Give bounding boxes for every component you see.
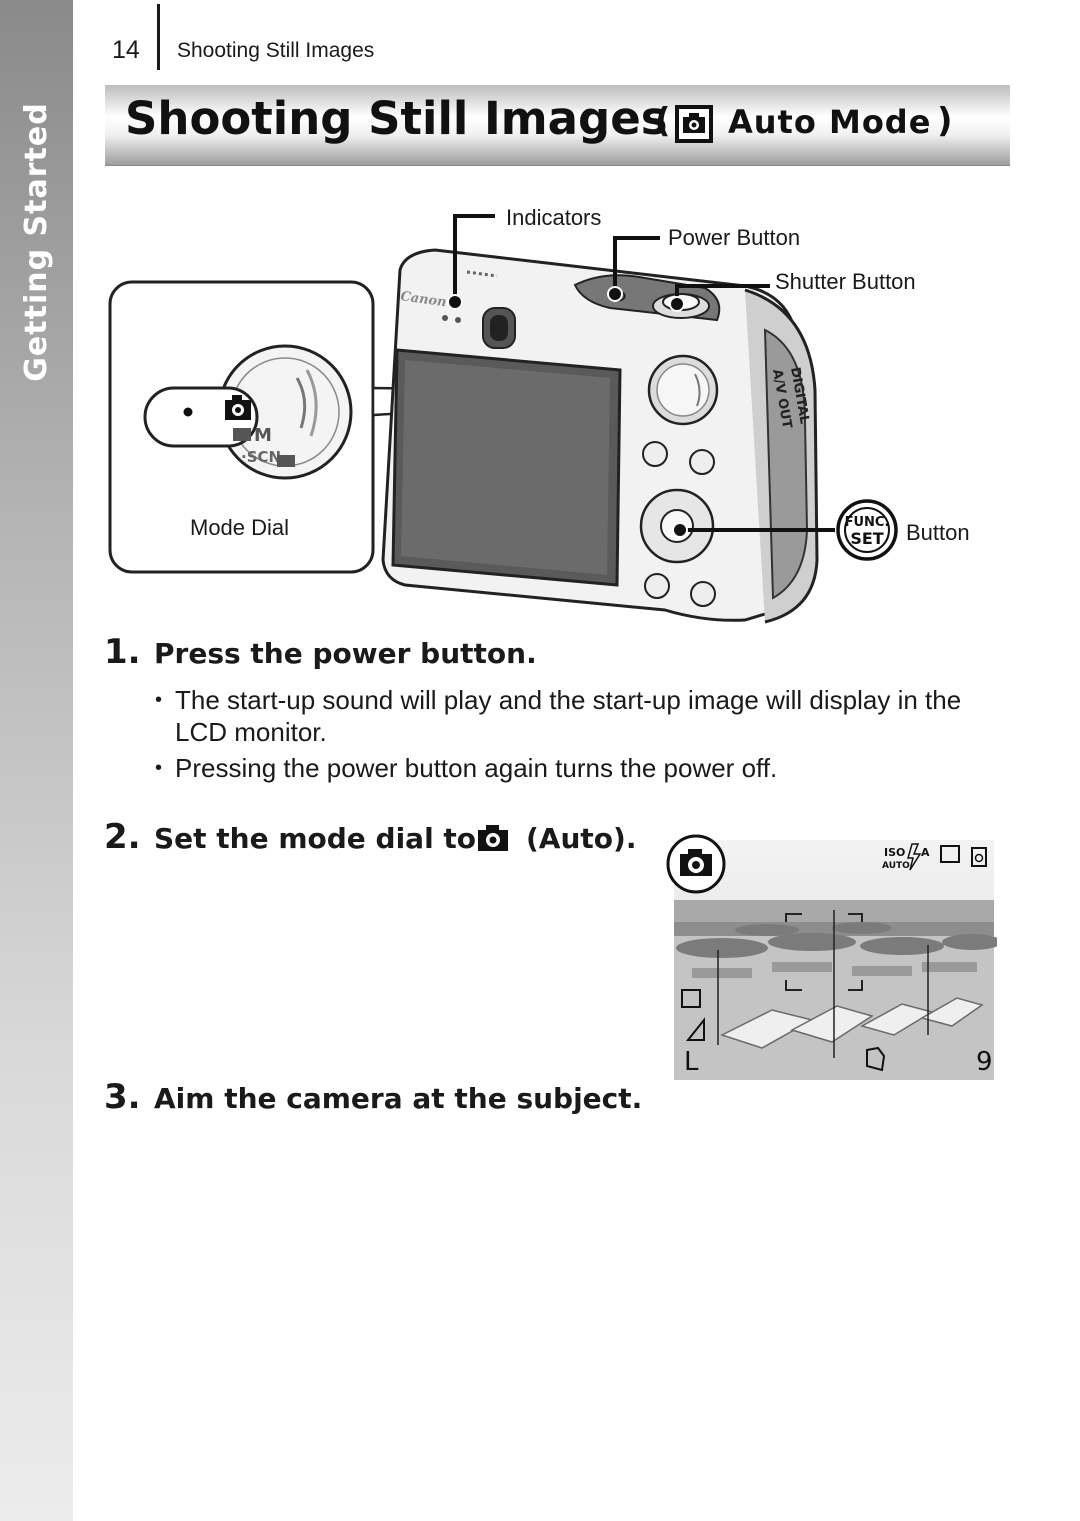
step-2-number: 2. (104, 817, 141, 857)
lcd-preview-image: ISO AUTO A L 9 (666, 834, 997, 1080)
bullet-dot: • (155, 689, 163, 711)
side-tab: Getting Started (0, 0, 73, 1521)
step-1-heading: Press the power button. (154, 637, 537, 670)
svg-text:AUTO: AUTO (882, 861, 910, 871)
title-bar (105, 85, 1010, 166)
title-close-paren: ) (937, 101, 953, 141)
running-head: Shooting Still Images (177, 39, 375, 62)
step-1-bullet-1: • The start-up sound will play and the s… (155, 685, 962, 747)
callout-power-button: Power Button (668, 225, 801, 250)
bullet-dot: • (155, 757, 163, 779)
svg-text:·SCN: ·SCN (241, 448, 281, 466)
camera-body-illustration: M ·SCN A/V OUT DIGITAL Canon (108, 214, 898, 624)
callout-shutter-button: Shutter Button (775, 269, 916, 294)
callout-mode-dial: Mode Dial (190, 515, 290, 540)
svg-text:FUNC.: FUNC. (845, 515, 890, 530)
camera-body: A/V OUT DIGITAL Canon (381, 248, 819, 624)
func-set-icon: FUNC. SET (836, 499, 898, 561)
camera-auto-icon (675, 105, 713, 143)
step-3-number: 3. (104, 1077, 141, 1117)
callout-indicators: Indicators (506, 205, 602, 230)
svg-text:ISO: ISO (884, 846, 905, 859)
svg-text:M: M (254, 425, 272, 446)
step-1-bullet-2: • Pressing the power button again turns … (155, 753, 778, 783)
step-1-number: 1. (104, 632, 141, 672)
page-number: 14 (112, 36, 140, 64)
step-2-heading-before: Set the mode dial to (154, 822, 477, 855)
mode-dial-icon: M ·SCN (143, 344, 353, 480)
svg-text:SET: SET (850, 529, 883, 548)
camera-auto-inline-icon (478, 825, 508, 851)
svg-text:A: A (921, 846, 930, 859)
svg-text:L: L (684, 1047, 699, 1077)
svg-text:9: 9 (976, 1047, 993, 1077)
svg-text:Canon: Canon (399, 289, 447, 310)
step-3-heading: Aim the camera at the subject. (154, 1082, 643, 1115)
side-tab-label: Getting Started (19, 102, 54, 382)
title-open-paren: ( (655, 101, 671, 141)
callout-func-button: Button (906, 520, 970, 545)
header-divider (157, 4, 160, 70)
step-2-heading-after: (Auto). (526, 822, 637, 855)
page-subtitle: Auto Mode (728, 103, 932, 141)
page-title: Shooting Still Images (125, 92, 668, 145)
